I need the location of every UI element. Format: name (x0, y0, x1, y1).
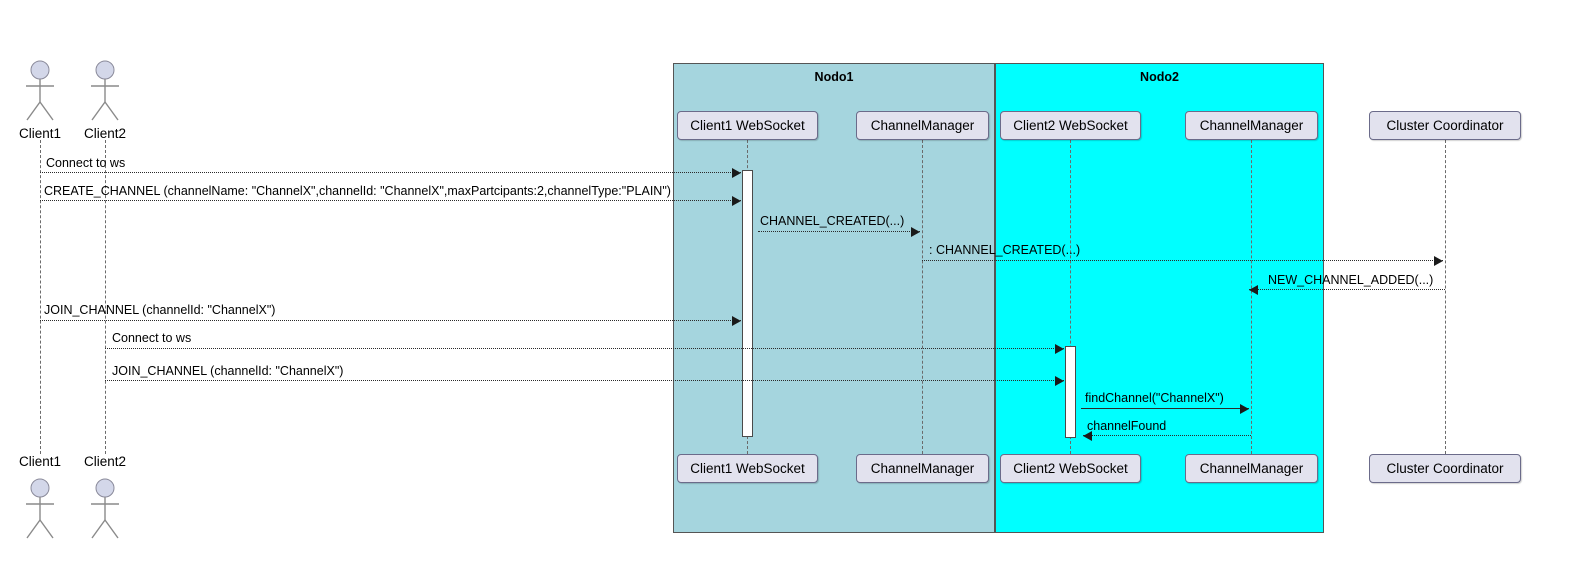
actor-label-top-client2: Client2 (83, 126, 127, 141)
message-label-m4: : CHANNEL_CREATED(...) (929, 243, 1081, 257)
message-arrowhead-m7 (1055, 344, 1064, 354)
actor-figure-top-client1 (26, 60, 54, 121)
message-arrowhead-m6 (732, 316, 741, 326)
message-label-m6: JOIN_CHANNEL (channelId: "ChannelX") (44, 303, 276, 317)
message-line-m2 (40, 200, 741, 201)
participant-foot-nodo1-cm[interactable]: ChannelManager (856, 454, 989, 483)
message-label-m8: JOIN_CHANNEL (channelId: "ChannelX") (112, 364, 344, 378)
participant-head-client2-ws[interactable]: Client2 WebSocket (1000, 111, 1141, 140)
actor-label-top-client1: Client1 (18, 126, 62, 141)
participant-head-nodo2-cm[interactable]: ChannelManager (1185, 111, 1318, 140)
message-label-m9: findChannel("ChannelX") (1085, 391, 1224, 405)
message-line-m4 (922, 260, 1443, 261)
message-line-m7 (105, 348, 1064, 349)
message-arrowhead-m8 (1055, 376, 1064, 386)
message-line-m1 (40, 172, 741, 173)
message-label-m3: CHANNEL_CREATED(...) (760, 214, 905, 228)
message-line-m8 (105, 380, 1064, 381)
lifeline-nodo1-cm (922, 140, 923, 454)
actor-figure-bottom-client2 (91, 478, 119, 539)
message-line-m5 (1249, 289, 1445, 290)
message-label-m10: channelFound (1087, 419, 1167, 433)
message-arrowhead-m1 (732, 168, 741, 178)
message-line-m6 (40, 320, 741, 321)
actor-figure-bottom-client1 (26, 478, 54, 539)
message-label-m7: Connect to ws (112, 331, 192, 345)
lifeline-client2 (105, 140, 106, 454)
lifeline-nodo2-cm (1251, 140, 1252, 454)
message-arrowhead-m3 (911, 227, 920, 237)
participant-foot-nodo2-cm[interactable]: ChannelManager (1185, 454, 1318, 483)
client1-ws-activation (742, 170, 753, 437)
participant-head-client1-ws[interactable]: Client1 WebSocket (677, 111, 818, 140)
group-title-nodo1: Nodo1 (814, 70, 854, 84)
message-line-m3 (758, 231, 920, 232)
message-arrowhead-m5 (1249, 285, 1258, 295)
client2-ws-activation (1065, 346, 1076, 438)
group-title-nodo2: Nodo2 (1140, 70, 1179, 84)
participant-foot-client2-ws[interactable]: Client2 WebSocket (1000, 454, 1141, 483)
message-arrowhead-m2 (732, 196, 741, 206)
message-label-m1: Connect to ws (46, 156, 126, 170)
message-line-m9 (1081, 408, 1249, 409)
participant-head-nodo1-cm[interactable]: ChannelManager (856, 111, 989, 140)
message-label-m2: CREATE_CHANNEL (channelName: "ChannelX",… (44, 184, 671, 198)
lifeline-client2-ws (1070, 140, 1071, 454)
actor-label-bottom-client1: Client1 (18, 454, 62, 469)
message-label-m5: NEW_CHANNEL_ADDED(...) (1268, 273, 1434, 287)
lifeline-client1 (40, 140, 41, 454)
actor-label-bottom-client2: Client2 (83, 454, 127, 469)
participant-head-cluster-coordinator[interactable]: Cluster Coordinator (1369, 111, 1521, 140)
message-arrowhead-m4 (1434, 256, 1443, 266)
participant-foot-client1-ws[interactable]: Client1 WebSocket (677, 454, 818, 483)
message-line-m10 (1083, 435, 1251, 436)
message-arrowhead-m10 (1083, 431, 1092, 441)
actor-figure-top-client2 (91, 60, 119, 121)
participant-foot-cluster-coordinator[interactable]: Cluster Coordinator (1369, 454, 1521, 483)
message-arrowhead-m9 (1240, 404, 1249, 414)
lifeline-cluster-coordinator (1445, 140, 1446, 454)
